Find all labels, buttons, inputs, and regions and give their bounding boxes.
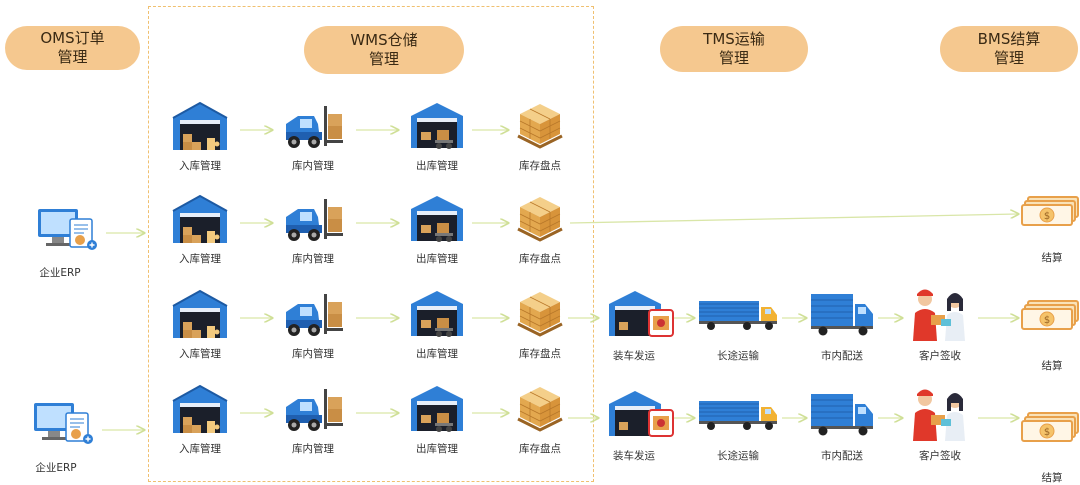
row3-inventory-count-label: 库存盘点 [519,348,561,360]
row2-inbound-label: 入库管理 [179,253,221,265]
row1-inventory-count-label: 库存盘点 [519,160,561,172]
row4-inbound-icon [171,383,229,439]
row4-inventory-count-icon [514,383,566,439]
row3-settlement-money-icon: $ [1020,299,1080,337]
row4-in-warehouse-icon [280,383,346,439]
row4-settlement-label: 结算 [1041,472,1063,484]
row4-customer-signoff-label: 客户签收 [919,450,961,462]
row1-in-warehouse-icon [280,100,346,156]
svg-text:$: $ [1044,427,1050,438]
row4-long-haul-icon [697,397,779,435]
wms-header: WMS仓储管理 [304,26,464,74]
row3-outbound-label: 出库管理 [416,348,458,360]
row4-outbound-icon [409,383,465,439]
oms-header: OMS订单管理 [5,26,140,70]
row4-loading-dispatch-icon [607,388,677,444]
row3-customer-signoff-label: 客户签收 [919,350,961,362]
row1-inbound-icon [171,100,229,156]
row2-settlement-label: 结算 [1041,252,1063,264]
row1-outbound-icon [409,100,465,156]
erp-top-computer-icon [36,207,100,257]
row4-long-haul-label: 长途运输 [717,450,759,462]
row4-loading-dispatch-label: 装车发运 [613,450,655,462]
row4-inbound-label: 入库管理 [179,443,221,455]
tms-header: TMS运输管理 [660,26,808,72]
row2-inventory-count-icon [514,193,566,249]
row3-inbound-label: 入库管理 [179,348,221,360]
svg-text:$: $ [1044,315,1050,326]
row3-in-warehouse-label: 库内管理 [292,348,334,360]
row3-inbound-icon [171,288,229,344]
row3-loading-dispatch-label: 装车发运 [613,350,655,362]
row2-inbound-icon [171,193,229,249]
row1-outbound-label: 出库管理 [416,160,458,172]
row2-outbound-icon [409,193,465,249]
row4-city-delivery-label: 市内配送 [821,450,863,462]
row1-inventory-count-icon [514,100,566,156]
row2-in-warehouse-label: 库内管理 [292,253,334,265]
row2-outbound-label: 出库管理 [416,253,458,265]
erp-bottom-label: 企业ERP [35,462,77,474]
row3-city-delivery-icon [809,292,875,340]
row4-settlement-money-icon: $ [1020,411,1080,449]
row1-in-warehouse-label: 库内管理 [292,160,334,172]
row2-in-warehouse-icon [280,193,346,249]
row4-inventory-count-label: 库存盘点 [519,443,561,455]
row4-outbound-label: 出库管理 [416,443,458,455]
row3-settlement-label: 结算 [1041,360,1063,372]
erp-top-label: 企业ERP [39,267,81,279]
bms-header: BMS结算管理 [940,26,1078,72]
row3-inventory-count-icon [514,288,566,344]
row3-long-haul-label: 长途运输 [717,350,759,362]
row3-long-haul-icon [697,297,779,335]
row3-city-delivery-label: 市内配送 [821,350,863,362]
row4-city-delivery-icon [809,392,875,440]
row3-in-warehouse-icon [280,288,346,344]
row2-inventory-count-label: 库存盘点 [519,253,561,265]
erp-bottom-computer-icon [32,401,96,451]
row3-loading-dispatch-icon [607,288,677,344]
row4-customer-signoff-icon [907,385,973,447]
row3-outbound-icon [409,288,465,344]
row1-inbound-label: 入库管理 [179,160,221,172]
row2-to-settlement-arrow [569,214,1018,224]
svg-text:$: $ [1044,211,1050,222]
row4-in-warehouse-label: 库内管理 [292,443,334,455]
row3-customer-signoff-icon [907,285,973,347]
row2-settlement-money-icon: $ [1020,195,1080,233]
